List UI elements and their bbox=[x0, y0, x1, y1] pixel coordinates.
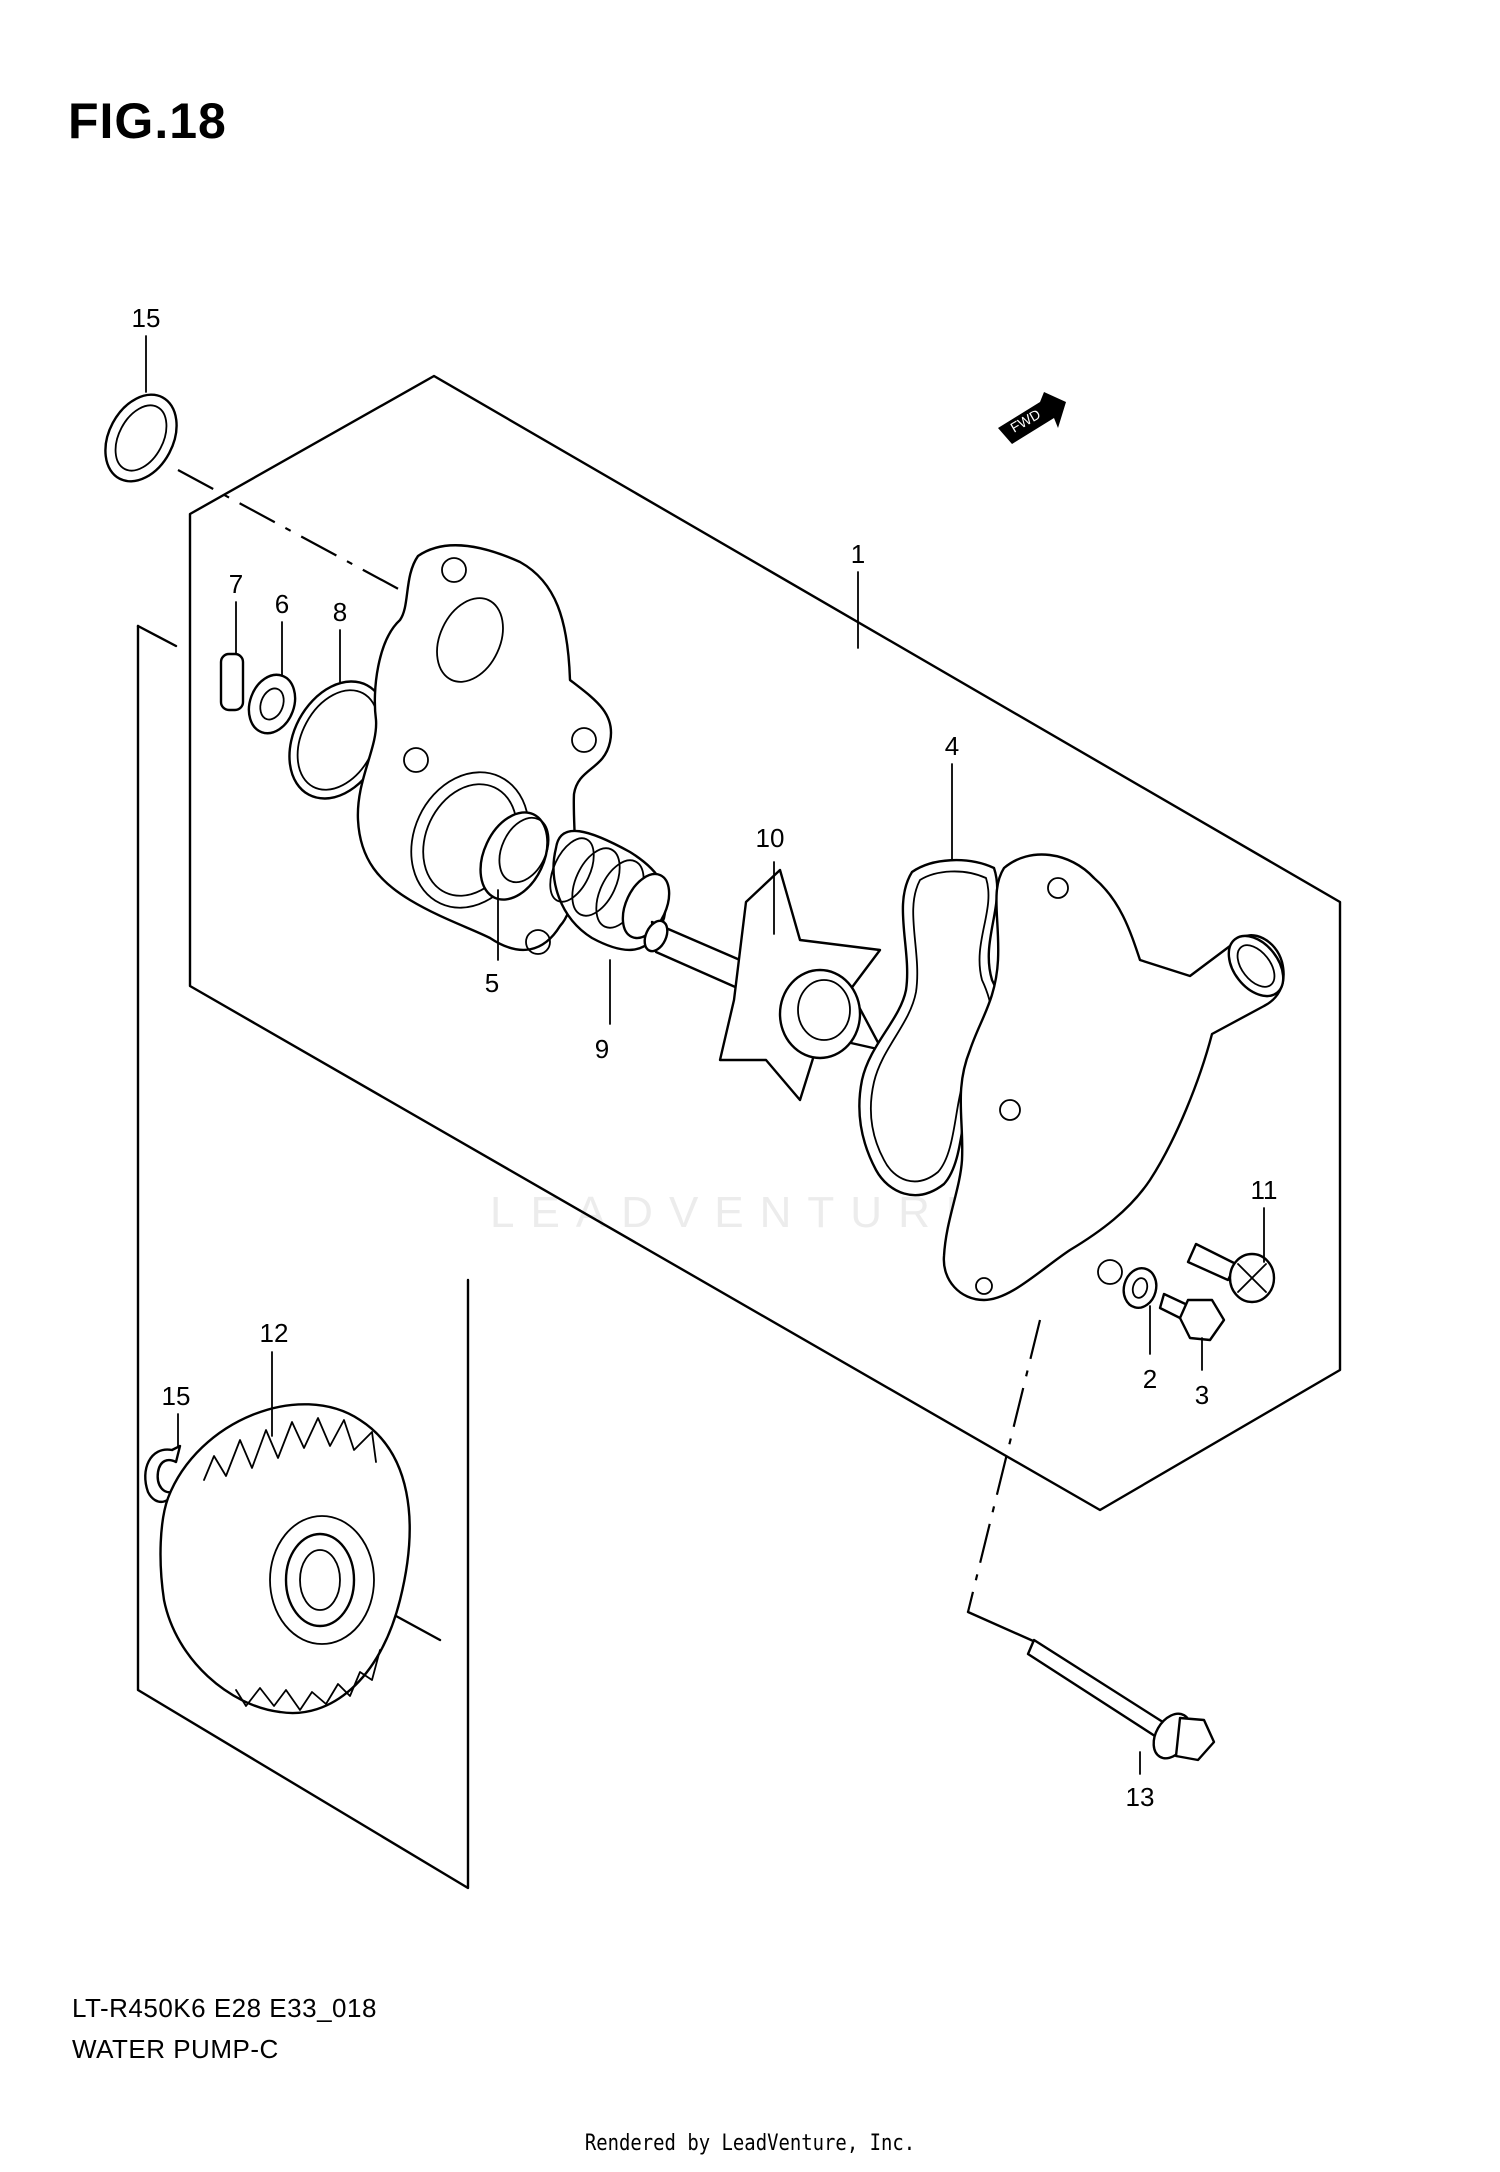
callout-7: 7 bbox=[229, 569, 243, 599]
callout-3: 3 bbox=[1195, 1380, 1209, 1410]
part-10-impeller bbox=[643, 868, 884, 1102]
callout-8: 8 bbox=[333, 597, 347, 627]
part-14-o-ring-inner bbox=[114, 404, 168, 472]
section-name: WATER PUMP-C bbox=[72, 2034, 279, 2064]
callout-9: 9 bbox=[595, 1034, 609, 1064]
callout-13: 13 bbox=[1126, 1782, 1155, 1812]
centerline-bolt bbox=[966, 1319, 1042, 1613]
callout-10: 10 bbox=[756, 823, 785, 853]
rendered-by-credit: Rendered by LeadVenture, Inc. bbox=[584, 2131, 916, 2156]
bolt-leader-dog bbox=[966, 1610, 1042, 1646]
pump-cover bbox=[942, 853, 1285, 1302]
part-12-driven-gear bbox=[159, 1403, 411, 1715]
figure-title: FIG.18 bbox=[68, 93, 227, 149]
callout-4: 4 bbox=[945, 731, 959, 761]
callout-15: 15 bbox=[162, 1381, 191, 1411]
part-2-washer bbox=[1122, 1267, 1158, 1309]
frame-top-stub bbox=[136, 624, 178, 648]
callout-11: 11 bbox=[1251, 1175, 1278, 1205]
part-13-flange-bolt bbox=[1026, 1638, 1216, 1762]
part-5-oil-seal bbox=[479, 811, 549, 901]
callout-5: 5 bbox=[485, 968, 499, 998]
part-11-screw bbox=[1186, 1242, 1276, 1304]
part-7-dowel-pin bbox=[219, 652, 245, 712]
leader-lines bbox=[145, 335, 1265, 1775]
model-code: LT-R450K6 E28 E33_018 bbox=[72, 1993, 377, 2023]
centerline-upper bbox=[177, 469, 431, 607]
callout-6: 6 bbox=[275, 589, 289, 619]
part-14-o-ring bbox=[104, 393, 178, 483]
callout-14: 15 bbox=[132, 303, 161, 333]
watermark-text: LEADVENTURE bbox=[490, 1188, 992, 1237]
callout-2: 2 bbox=[1143, 1364, 1157, 1394]
assembly-boundary-1 bbox=[188, 374, 1342, 1512]
fwd-arrow-icon: FWD bbox=[998, 392, 1066, 444]
callout-1: 1 bbox=[851, 539, 865, 569]
callout-labels: 15 7 6 8 1 4 10 5 9 11 2 3 12 15 13 bbox=[132, 303, 1278, 1812]
callout-12: 12 bbox=[260, 1318, 289, 1348]
part-3-bolt bbox=[1158, 1292, 1226, 1342]
installation-frame bbox=[136, 624, 470, 1890]
